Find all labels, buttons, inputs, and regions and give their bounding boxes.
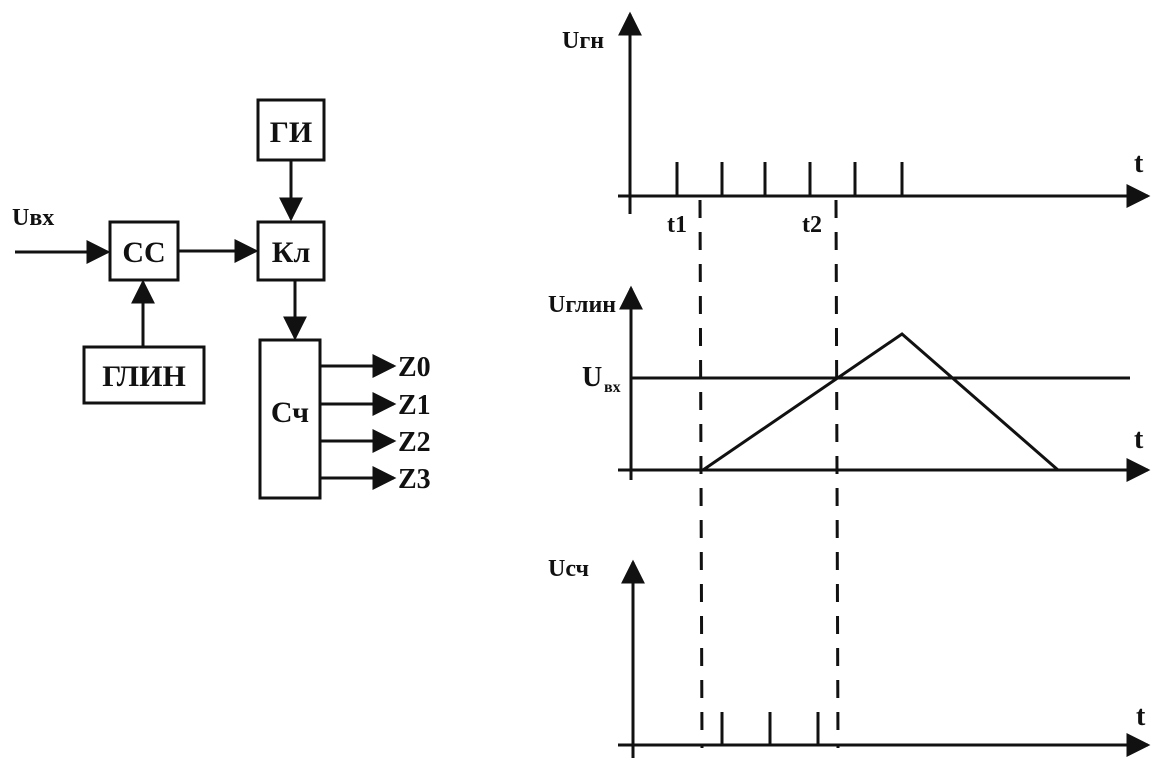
level-label-main: U [582, 362, 602, 393]
gi-label: ГИ [270, 116, 312, 149]
cc-label: СС [122, 236, 165, 269]
glin-block [82, 345, 206, 405]
output-label-z0: Z0 [398, 352, 431, 383]
sch-label: Сч [271, 396, 309, 429]
output-label-z1: Z1 [398, 390, 431, 421]
kl-block [256, 220, 326, 282]
top-x-label: t [1134, 148, 1144, 179]
block-diagram [15, 98, 397, 500]
input-label: Uвх [12, 205, 54, 231]
t1-dashed-line [698, 199, 704, 749]
ramp-signal [702, 332, 1059, 472]
t2-label: t2 [802, 212, 822, 238]
kl-label: Кл [272, 236, 311, 269]
t2-dashed-line [834, 199, 840, 749]
sch-block [258, 338, 322, 500]
timing-labels: Uгн t t1 t2 Uглин t U вх Uсч t [548, 28, 1146, 732]
t1-label: t1 [667, 212, 687, 238]
bottom-y-label: Uсч [548, 556, 589, 582]
output-label-z2: Z2 [398, 427, 431, 458]
glin-label: ГЛИН [102, 360, 186, 393]
block-labels: Uвх СС ГЛИН ГИ Кл Сч Z0 Z1 Z2 Z3 [12, 116, 431, 495]
gi-block [256, 98, 326, 162]
bottom-x-label: t [1136, 701, 1146, 732]
top-y-label: Uгн [562, 28, 604, 54]
timing-diagrams [618, 11, 1151, 758]
middle-x-label: t [1134, 424, 1144, 455]
level-label-sub: вх [604, 379, 621, 396]
output-label-z3: Z3 [398, 464, 431, 495]
middle-y-label: Uглин [548, 292, 616, 318]
